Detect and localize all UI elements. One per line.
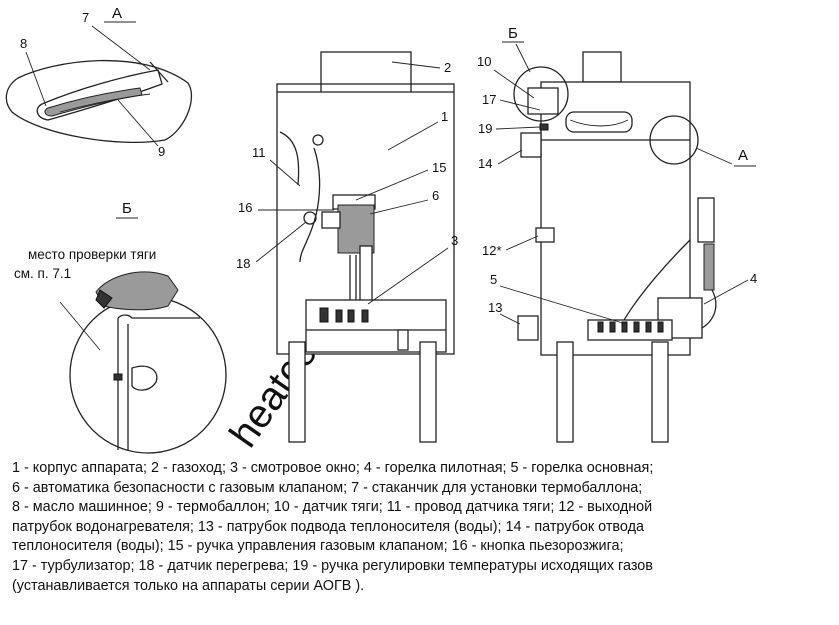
label-view-a-top: А [112,5,122,22]
label-view-a-right: А [738,147,748,164]
side-view [517,51,717,443]
legend-line: 17 - турбулизатор; 18 - датчик перегрева… [12,557,653,574]
callout-7: 7 [82,10,89,25]
callout-17: 17 [482,92,496,107]
detail-a-thermowell [5,59,193,143]
callout-13: 13 [488,300,502,315]
legend-line: теплоносителя (воды); 15 - ручка управле… [12,538,624,555]
callout-3: 3 [451,233,458,248]
callout-12: 12* [482,243,502,258]
label-view-b-left: Б [122,200,132,217]
callout-1: 1 [441,109,448,124]
callout-9: 9 [158,144,165,159]
callout-16: 16 [238,200,252,215]
callout-15: 15 [432,160,446,175]
callout-14: 14 [478,156,492,171]
callout-18: 18 [236,256,250,271]
legend-line: 6 - автоматика безопасности с газовым кл… [12,479,643,496]
detail-circle-b [513,66,569,122]
legend-line: 8 - масло машинное; 9 - термобаллон; 10 … [12,499,653,516]
detail-circle-a [649,115,699,165]
callout-11: 11 [252,145,266,160]
boiler-diagram: heatcontent.ru А 7 8 9 Б место проверки … [5,5,757,455]
note-line-1: место проверки тяги [28,247,156,262]
front-view [276,51,455,443]
callout-10: 10 [477,54,491,69]
detail-b-draft-check [59,271,227,454]
callout-4: 4 [750,271,757,286]
legend-line: 1 - корпус аппарата; 2 - газоход; 3 - см… [12,460,654,476]
legend: 1 - корпус аппарата; 2 - газоход; 3 - см… [12,459,832,596]
callout-19: 19 [478,121,492,136]
callout-2: 2 [444,60,451,75]
callout-6: 6 [432,188,439,203]
legend-line: (устанавливается только на аппараты сери… [12,577,365,594]
legend-line: патрубок водонагревателя; 13 - патрубок … [12,518,645,535]
label-view-b-right: Б [508,25,518,42]
callout-5: 5 [490,272,497,287]
note-line-2: см. п. 7.1 [14,266,71,281]
callout-8: 8 [20,36,27,51]
